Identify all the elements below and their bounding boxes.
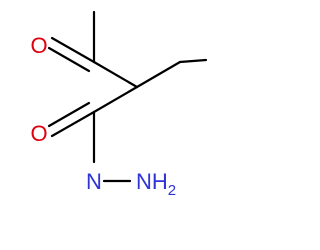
bond-alpha-ethyl [135,60,182,89]
hydrazide-nitrogen-label: N [86,169,102,194]
amino-nh-text: NH [136,169,168,194]
bond-carbonyl-alpha [92,60,139,89]
amide-double-bond-b [47,101,91,128]
amide-double-bond-a [50,110,96,138]
molecule-structure: O O N NH2 [30,10,208,199]
ketone-double-bond-a [50,36,96,64]
ketone-double-bond-b [47,46,91,73]
amino-subscript-two: 2 [168,182,176,199]
amide-oxygen-label: O [30,121,47,146]
bond-alpha-amide-carbon [92,85,139,114]
ketone-oxygen-label: O [30,33,47,58]
amino-nitrogen-label: NH2 [136,169,176,199]
bond-ethyl-methyl [178,58,208,64]
